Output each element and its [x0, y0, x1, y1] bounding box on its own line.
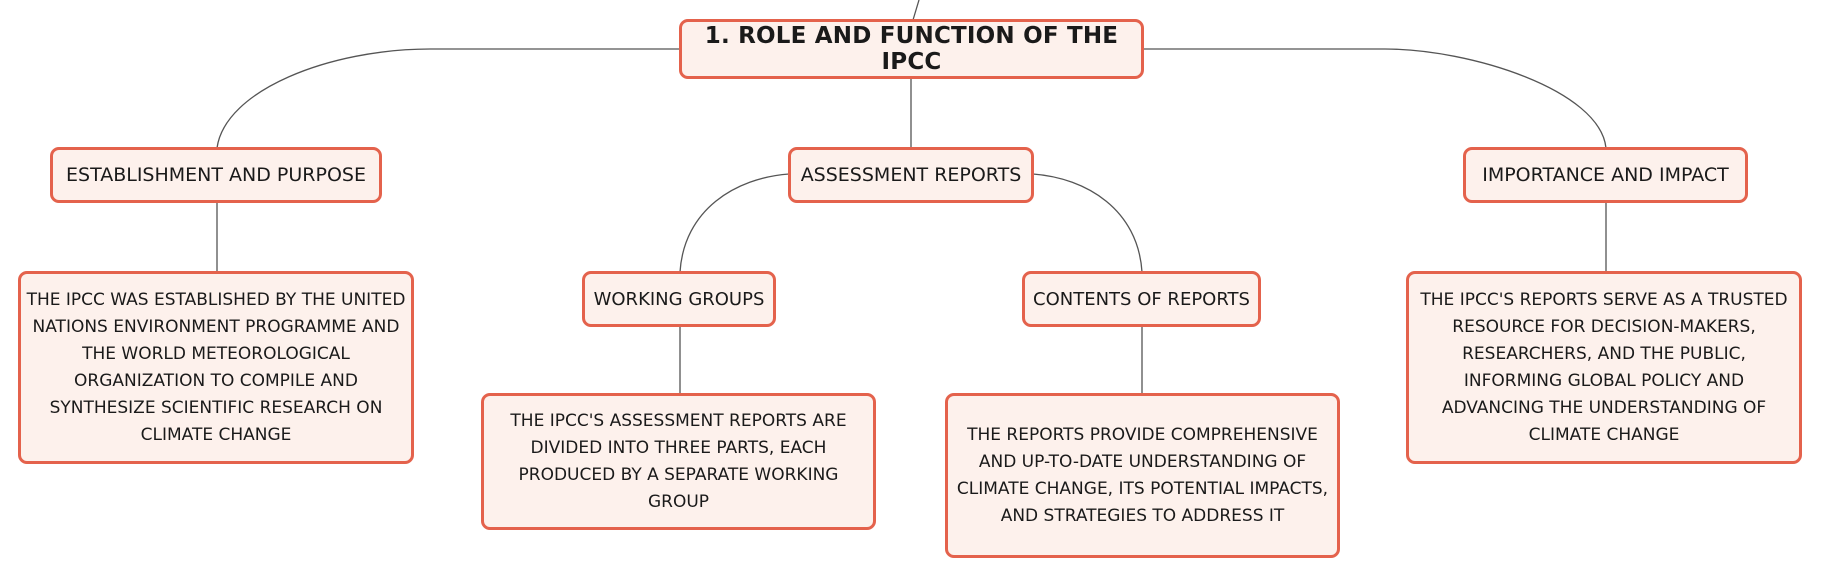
- establishment-detail-node[interactable]: THE IPCC WAS ESTABLISHED BY THE UNITED N…: [18, 271, 414, 464]
- contents-node-label: CONTENTS OF REPORTS: [1033, 288, 1250, 310]
- assessment-node-label: ASSESSMENT REPORTS: [800, 164, 1022, 186]
- establishment-detail-text: THE IPCC WAS ESTABLISHED BY THE UNITED N…: [26, 289, 406, 445]
- connector-root-to-establishment: [216, 48, 681, 149]
- working-groups-node[interactable]: WORKING GROUPS: [582, 271, 776, 327]
- connector-parent-to-root: [912, 0, 920, 21]
- working-groups-detail-text: THE IPCC'S ASSESSMENT REPORTS ARE DIVIDE…: [510, 410, 847, 512]
- importance-detail-node[interactable]: THE IPCC'S REPORTS SERVE AS A TRUSTED RE…: [1406, 271, 1802, 464]
- connector-assessment-to-contents: [1032, 173, 1143, 273]
- root-node[interactable]: 1. ROLE AND FUNCTION OF THE IPCC: [679, 19, 1144, 79]
- importance-node-label: IMPORTANCE AND IMPACT: [1482, 164, 1729, 186]
- working-groups-detail-node[interactable]: THE IPCC'S ASSESSMENT REPORTS ARE DIVIDE…: [481, 393, 876, 530]
- establishment-node[interactable]: ESTABLISHMENT AND PURPOSE: [50, 147, 382, 203]
- contents-detail-node[interactable]: THE REPORTS PROVIDE COMPREHENSIVE AND UP…: [945, 393, 1340, 558]
- contents-node[interactable]: CONTENTS OF REPORTS: [1022, 271, 1261, 327]
- assessment-node[interactable]: ASSESSMENT REPORTS: [788, 147, 1034, 203]
- root-node-label: 1. ROLE AND FUNCTION OF THE IPCC: [704, 23, 1119, 75]
- connector-assessment-to-working-groups: [679, 173, 790, 273]
- connector-root-to-importance: [1142, 48, 1607, 149]
- establishment-node-label: ESTABLISHMENT AND PURPOSE: [66, 164, 366, 186]
- importance-node[interactable]: IMPORTANCE AND IMPACT: [1463, 147, 1748, 203]
- contents-detail-text: THE REPORTS PROVIDE COMPREHENSIVE AND UP…: [956, 424, 1329, 526]
- working-groups-node-label: WORKING GROUPS: [593, 288, 765, 310]
- importance-detail-text: THE IPCC'S REPORTS SERVE AS A TRUSTED RE…: [1420, 289, 1788, 445]
